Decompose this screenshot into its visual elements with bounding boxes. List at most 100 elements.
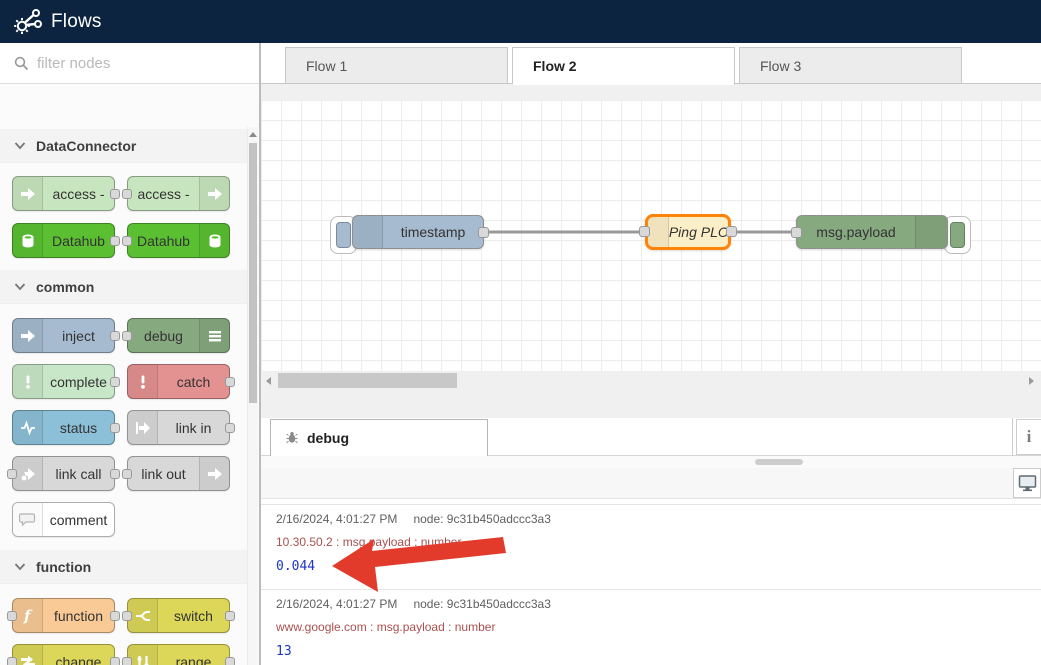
node-port [122,611,132,621]
node-port [225,611,235,621]
palette-node-debug[interactable]: debug [122,318,230,353]
palette-node-switch[interactable]: switch [122,598,235,633]
palette-node-label: complete [50,373,107,390]
node-port [122,189,132,199]
tab-debug[interactable]: debug [270,419,488,456]
arrow-right-icon [199,177,229,210]
node-port [7,657,17,665]
palette-node-label: inject [62,327,95,344]
node-port [225,657,235,665]
palette-node-label: catch [176,373,211,390]
palette-node-label: Datahub [52,232,105,249]
filter-nodes-input[interactable]: filter nodes [0,43,259,84]
message-value[interactable]: 0.044 [276,559,316,574]
chevron-down-icon [14,283,26,290]
palette-node-label: comment [49,511,108,528]
palette-node-range[interactable]: range [122,644,235,665]
canvas-hscroll-thumb[interactable] [278,373,457,388]
link-call-icon [13,457,43,490]
function-icon [13,599,43,632]
palette-node-change[interactable]: change [7,644,120,665]
debug-node-icon-area [915,216,947,248]
node-port [122,469,132,479]
debug-message-list: 2/16/2024, 4:01:27 PM node: 9c31b450adcc… [261,499,1041,665]
palette-scrollbar-thumb[interactable] [249,143,257,403]
output-port[interactable] [726,226,737,237]
palette-section-common[interactable]: common [0,270,247,304]
panel-divider [1012,418,1013,456]
palette-node-comment[interactable]: comment [12,502,115,537]
tab-flow-2[interactable]: Flow 2 [512,47,735,85]
node-label: Ping PLC [668,224,728,240]
input-port[interactable] [639,226,650,237]
palette-node-datahub-out[interactable]: Datahub [12,223,120,258]
exclamation-icon [13,365,43,398]
debug-toolbar [261,468,1041,499]
palette-node-link-in[interactable]: link in [127,410,235,445]
palette-node-label: function [53,607,104,624]
palette-node-access-in[interactable]: access - [122,176,230,211]
debug-panel-tabbar: debug [261,418,1041,456]
palette-node-function[interactable]: function [7,598,120,633]
node-port [122,331,132,341]
palette-node-catch[interactable]: catch [127,364,235,399]
message-value[interactable]: 13 [276,644,292,659]
palette-node-label: change [55,653,102,665]
section-label: DataConnector [36,137,137,154]
palette-node-datahub-in[interactable]: Datahub [122,223,230,258]
flows-logo-icon [13,8,43,35]
debug-message[interactable]: 2/16/2024, 4:01:27 PM node: 9c31b450adcc… [261,504,1041,583]
input-port[interactable] [791,227,802,238]
palette-node-inject[interactable]: inject [12,318,120,353]
tab-info[interactable]: i [1016,419,1041,455]
palette-node-access-out[interactable]: access - [12,176,120,211]
tab-flow-3[interactable]: Flow 3 [739,47,962,84]
palette-node-link-call[interactable]: link call [7,456,120,491]
output-port[interactable] [478,227,489,238]
tab-label: Flow 1 [306,57,348,74]
message-topic: 10.30.50.2 : msg.payload : number [276,535,462,549]
message-timestamp: 2/16/2024, 4:01:27 PM [276,512,398,526]
canvas-node-msg-payload[interactable]: msg.payload [791,215,948,249]
node-port [110,236,120,246]
canvas-top-band [261,84,1041,100]
scroll-right-arrow-icon[interactable] [1029,377,1034,385]
scroll-up-arrow-icon[interactable] [249,132,257,137]
wires-layer [487,230,797,234]
palette-sidebar: filter nodes DataConnector common functi… [0,43,260,665]
node-port [225,423,235,433]
chevron-down-icon [14,142,26,149]
palette-section-function[interactable]: function [0,550,247,584]
info-icon: i [1026,427,1032,446]
tab-flow-1[interactable]: Flow 1 [285,47,508,84]
canvas-node-timestamp[interactable]: timestamp [352,215,489,249]
scroll-left-arrow-icon[interactable] [266,377,271,385]
debug-toggle-button[interactable] [944,216,971,254]
bug-icon [286,431,298,443]
comment-icon [13,503,43,536]
palette-node-complete[interactable]: complete [12,364,120,399]
node-label: timestamp [400,224,466,240]
palette-node-link-out[interactable]: link out [122,456,230,491]
message-node-id: node: 9c31b450adccc3a3 [413,597,551,611]
palette-section-dataconnector[interactable]: DataConnector [0,129,247,163]
database-icon [13,224,43,257]
open-debug-window-button[interactable] [1013,468,1041,498]
debug-hscroll[interactable] [261,456,1041,468]
search-placeholder: filter nodes [37,54,111,72]
message-topic: www.google.com : msg.payload : number [276,620,496,634]
node-port [122,236,132,246]
sidebar-divider [260,43,261,665]
exclamation-icon [128,365,158,398]
debug-hscroll-thumb[interactable] [755,459,803,465]
palette-node-label: access - [137,185,190,202]
palette-node-label: status [59,419,98,436]
canvas-node-ping-plc[interactable]: Ping PLC [639,214,737,250]
node-port [7,611,17,621]
palette-node-status[interactable]: status [12,410,120,445]
database-icon [199,224,229,257]
node-port [110,377,120,387]
palette-node-label: debug [144,327,183,344]
debug-message[interactable]: 2/16/2024, 4:01:27 PM node: 9c31b450adcc… [261,589,1041,665]
change-icon [13,645,43,665]
